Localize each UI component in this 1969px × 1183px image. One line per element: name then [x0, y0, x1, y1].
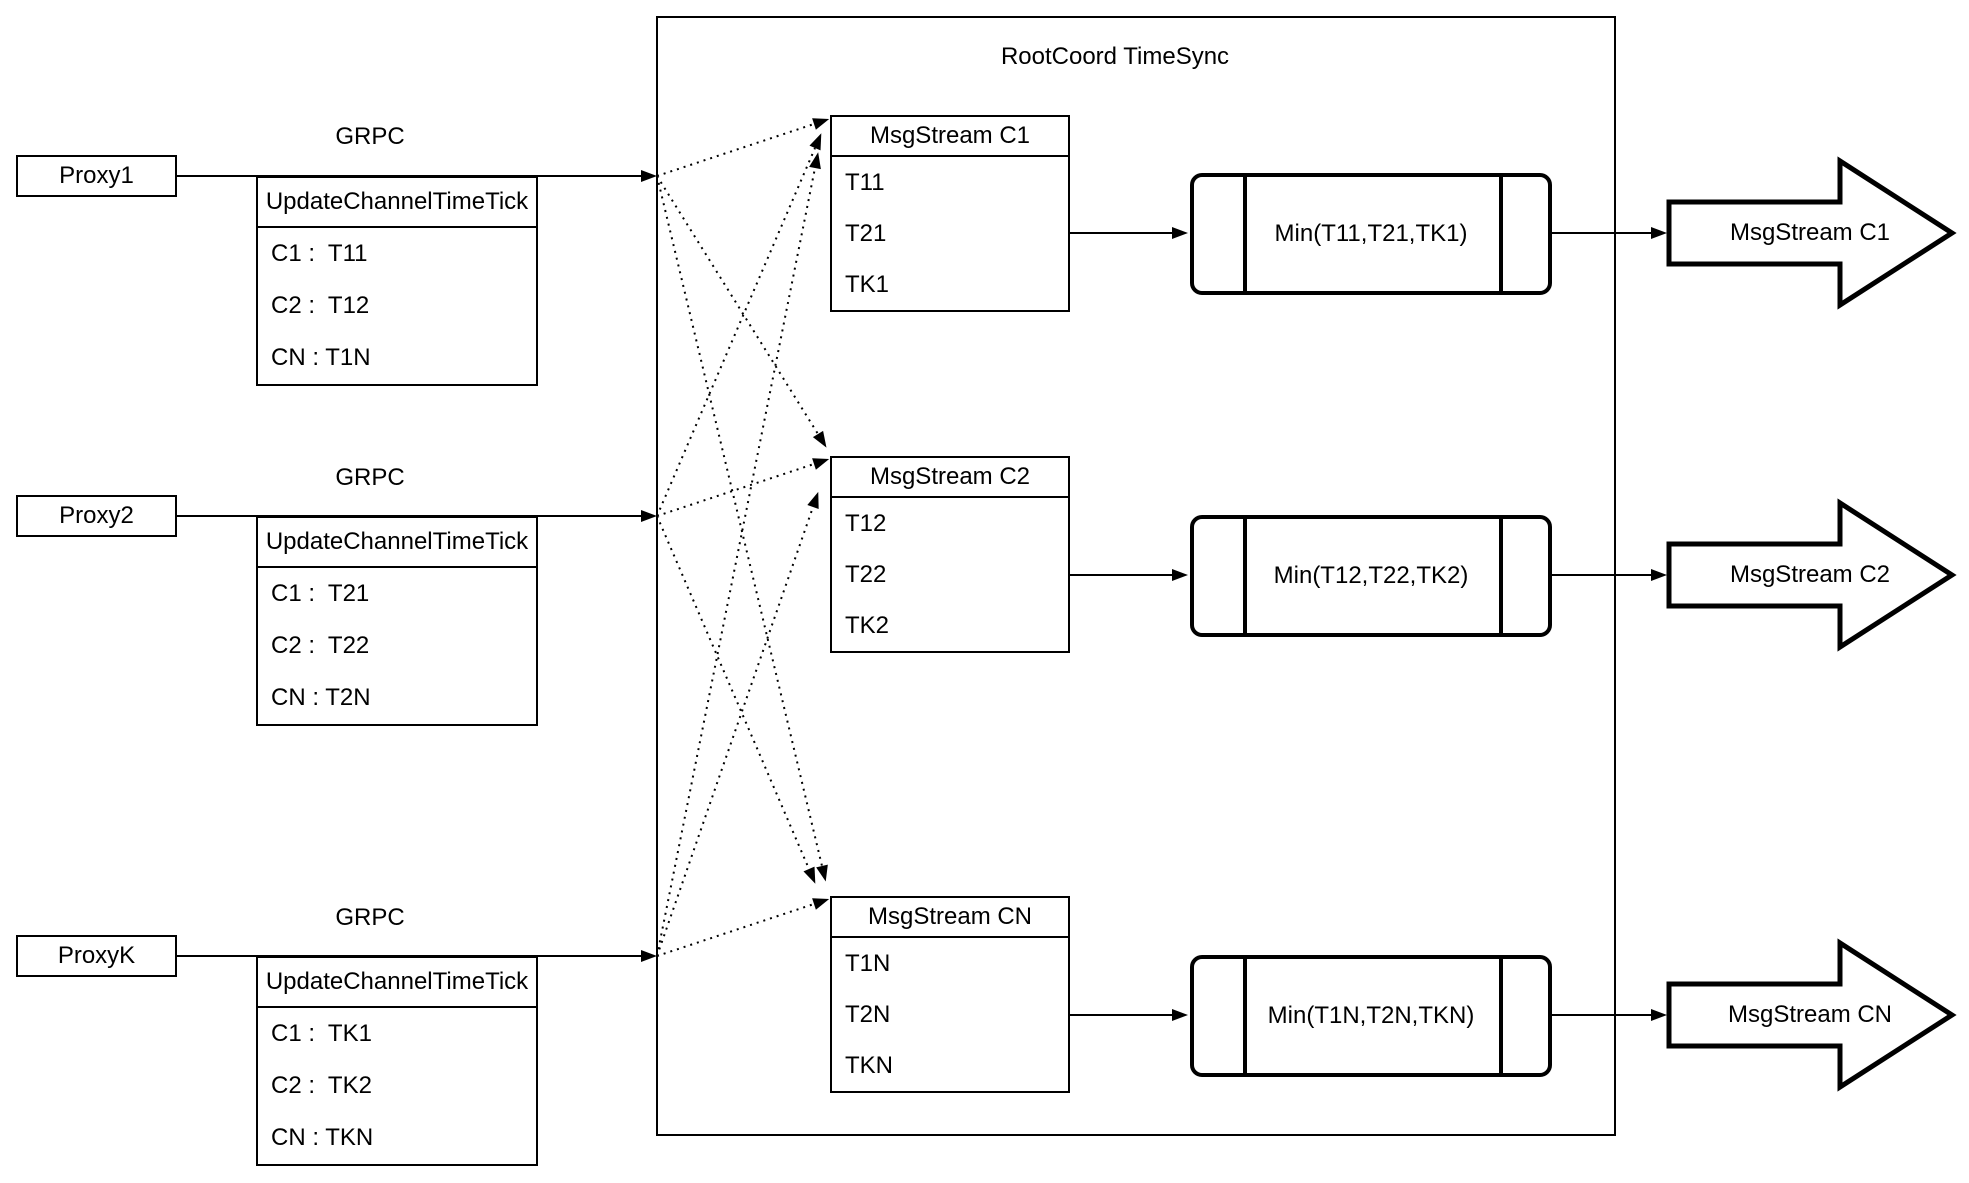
msgstream-c2-row: T22 — [845, 560, 887, 588]
msgstream-c1-row: T11 — [845, 168, 885, 196]
proxy1-table-row: C1 : T11 — [271, 240, 368, 267]
proxyk-table-row: C1 : TK1 — [271, 1020, 372, 1047]
dotted-broadcast-lines — [656, 118, 830, 957]
msgstream-cn-table: MsgStream CN T1N T2N TKN — [830, 896, 1070, 1093]
output-block-arrows — [1666, 156, 1957, 1092]
output-arrow-c1-shape — [1666, 156, 1957, 310]
proxyk-table-header: UpdateChannelTimeTick — [258, 958, 536, 1008]
min-box-divider — [1243, 177, 1247, 291]
proxy2-table-row: C2 : T22 — [271, 632, 370, 659]
min-box-c1: Min(T11,T21,TK1) — [1190, 173, 1552, 295]
output-arrow-c1-label: MsgStream C1 — [1729, 219, 1891, 246]
msgstream-c2-header: MsgStream C2 — [832, 458, 1068, 498]
proxy2-table-row: CN : T2N — [271, 684, 371, 711]
msgstream-cn-header: MsgStream CN — [832, 898, 1068, 938]
proxy2-box: Proxy2 — [16, 495, 177, 537]
proxy1-table-row: C2 : T12 — [271, 292, 370, 319]
grpc-label-1: GRPC — [335, 123, 405, 150]
msgstream-c1-row: TK1 — [845, 270, 890, 298]
msgstream-c1-table: MsgStream C1 T11 T21 TK1 — [830, 115, 1070, 312]
proxy1-label: Proxy1 — [59, 162, 134, 189]
proxyk-table-row: CN : TKN — [271, 1124, 374, 1151]
msgstream-c1-header: MsgStream C1 — [832, 117, 1068, 157]
msgstream-c2-row: TK2 — [845, 611, 890, 639]
table-to-min-lines — [1070, 227, 1188, 1021]
proxy1-box: Proxy1 — [16, 155, 177, 197]
msgstream-cn-row: T1N — [845, 949, 891, 977]
min-box-divider — [1499, 177, 1503, 291]
proxy2-table-header: UpdateChannelTimeTick — [258, 518, 536, 568]
min-label-c2: Min(T12,T22,TK2) — [1273, 562, 1469, 589]
output-arrow-c2-shape — [1666, 498, 1957, 652]
min-box-divider — [1499, 959, 1503, 1073]
msgstream-cn-row: T2N — [845, 1000, 891, 1028]
rootcoord-timesync-title: RootCoord TimeSync — [1000, 43, 1230, 70]
msgstream-c2-table: MsgStream C2 T12 T22 TK2 — [830, 456, 1070, 653]
output-arrow-c2-label: MsgStream C2 — [1729, 561, 1891, 588]
min-label-cn: Min(T1N,T2N,TKN) — [1267, 1002, 1475, 1029]
proxyk-box: ProxyK — [16, 935, 177, 977]
output-arrow-cn-shape — [1666, 938, 1957, 1092]
proxyk-timetick-table: UpdateChannelTimeTick C1 : TK1 C2 : TK2 … — [256, 956, 538, 1166]
min-box-divider — [1499, 519, 1503, 633]
proxy1-table-header: UpdateChannelTimeTick — [258, 178, 536, 228]
msgstream-cn-row: TKN — [845, 1051, 893, 1079]
min-label-c1: Min(T11,T21,TK1) — [1274, 220, 1468, 247]
grpc-label-3: GRPC — [335, 904, 405, 931]
min-box-cn: Min(T1N,T2N,TKN) — [1190, 955, 1552, 1077]
proxy1-timetick-table: UpdateChannelTimeTick C1 : T11 C2 : T12 … — [256, 176, 538, 386]
proxy2-label: Proxy2 — [59, 502, 134, 529]
min-box-divider — [1243, 959, 1247, 1073]
proxy2-table-row: C1 : T21 — [271, 580, 370, 607]
proxyk-label: ProxyK — [57, 942, 136, 969]
msgstream-c1-row: T21 — [845, 219, 887, 247]
proxyk-table-row: C2 : TK2 — [271, 1072, 372, 1099]
proxy2-timetick-table: UpdateChannelTimeTick C1 : T21 C2 : T22 … — [256, 516, 538, 726]
min-to-output-lines — [1552, 227, 1667, 1021]
min-box-c2: Min(T12,T22,TK2) — [1190, 515, 1552, 637]
msgstream-c2-row: T12 — [845, 509, 887, 537]
proxy1-table-row: CN : T1N — [271, 344, 371, 371]
grpc-label-2: GRPC — [335, 464, 405, 491]
min-box-divider — [1243, 519, 1247, 633]
output-arrow-cn-label: MsgStream CN — [1727, 1001, 1893, 1028]
